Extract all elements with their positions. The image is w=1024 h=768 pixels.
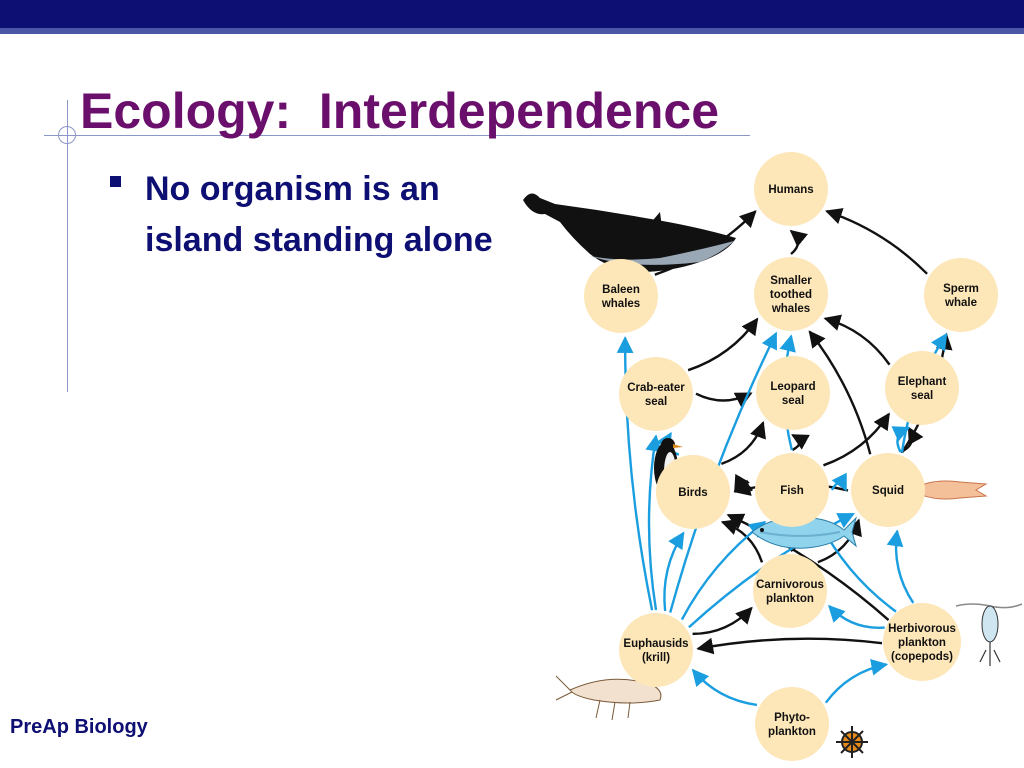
node-label-sperm-line2: whale xyxy=(944,297,977,309)
arrow-phyto-to-herbivorous xyxy=(824,659,889,704)
node-label-herbivorous-line3: (copepods) xyxy=(891,651,953,663)
node-sperm-whale: Sperm whale xyxy=(924,258,998,332)
node-leopard-seal: Leopard seal xyxy=(756,356,830,430)
arrow-fish-to-squid xyxy=(830,472,848,492)
node-label-phyto-line2: plankton xyxy=(768,726,816,738)
square-bullet-icon xyxy=(110,176,121,187)
arrow-fish-to-elephant xyxy=(823,412,890,467)
node-label-herbivorous-line2: plankton xyxy=(898,637,946,649)
arrow-carnivorous-to-squid xyxy=(817,518,862,564)
svg-text:Squid: Squid xyxy=(872,485,904,497)
node-label-baleen-line1: Baleen xyxy=(602,284,640,296)
copepod-illustration xyxy=(955,603,1023,666)
node-label-herbivorous-line1: Herbivorous xyxy=(888,623,956,635)
arrow-herbivorous-to-squid xyxy=(886,529,915,604)
svg-text:Humans: Humans xyxy=(768,184,813,196)
arrow-herbivorous-to-carnivorous xyxy=(828,604,885,629)
top-bar-stripe xyxy=(0,28,1024,34)
arrow-herbivorous-to-euphausids xyxy=(696,637,883,655)
arrow-euphausids-to-baleen xyxy=(616,336,654,611)
node-label-crab-line1: Crab-eater xyxy=(627,382,685,394)
node-carnivorous-plankton: Carnivorous plankton xyxy=(753,554,827,628)
svg-text:Birds: Birds xyxy=(678,487,707,499)
node-label-humans: Humans xyxy=(768,184,813,196)
node-crab-eater-seal: Crab-eater seal xyxy=(619,357,693,431)
node-euphausids-krill: Euphausids (krill) xyxy=(619,613,693,687)
arrow-smaller-to-humans xyxy=(789,229,809,255)
arrow-crab-to-smaller xyxy=(687,317,759,372)
node-fish: Fish xyxy=(755,453,829,527)
node-birds: Birds xyxy=(656,455,730,529)
decorative-horizontal-rule xyxy=(44,135,750,136)
arrow-euphausids-to-crab xyxy=(645,434,662,611)
svg-text:Phyto-plankton: Phyto-plankton xyxy=(768,712,816,738)
bullet-text: No organism is an island standing alone xyxy=(145,170,493,259)
slide-title: Ecology: Interdependence xyxy=(80,83,720,139)
bullet-item: No organism is an island standing alone xyxy=(110,164,525,266)
arrow-crab-to-leopard xyxy=(695,392,753,408)
arrow-euphausids-to-birds xyxy=(663,531,685,612)
node-label-birds: Birds xyxy=(678,487,707,499)
node-label-fish: Fish xyxy=(780,485,804,497)
node-label-elephant-line2: seal xyxy=(911,390,933,402)
node-label-phyto-line1: Phyto- xyxy=(774,712,810,724)
node-smaller-toothed-whales: Smaller toothed whales xyxy=(754,257,828,331)
decorative-vertical-rule xyxy=(67,100,68,392)
arrow-fish-to-leopard xyxy=(791,433,810,452)
node-label-smaller-line3: whales xyxy=(771,303,810,315)
krill-illustration xyxy=(555,675,662,721)
footer-course-name: PreAp Biology xyxy=(10,716,148,738)
node-elephant-seal: Elephant seal xyxy=(885,351,959,425)
node-label-euphausids-line1: Euphausids xyxy=(623,638,688,650)
svg-text:Euphausids(krill): Euphausids (krill) xyxy=(623,638,688,664)
arrow-fish-to-birds xyxy=(733,473,754,493)
svg-text:Fish: Fish xyxy=(780,485,804,497)
node-baleen-whales: Baleen whales xyxy=(584,259,658,333)
arrow-birds-to-leopard xyxy=(721,420,766,465)
node-label-euphausids-line2: (krill) xyxy=(642,652,670,664)
arrow-phyto-to-euphausids xyxy=(691,668,758,707)
arrow-elephant-to-smaller xyxy=(823,314,891,366)
node-label-squid: Squid xyxy=(872,485,904,497)
node-label-crab-line2: seal xyxy=(645,396,667,408)
baleen-whale-illustration xyxy=(523,193,736,272)
node-phytoplankton: Phyto-plankton xyxy=(755,687,829,761)
top-title-bar xyxy=(0,0,1024,28)
node-herbivorous-plankton: Herbivorous plankton (copepods) xyxy=(883,603,961,681)
node-label-baleen-line2: whales xyxy=(601,298,640,310)
node-squid: Squid xyxy=(851,453,925,527)
node-label-carnivorous-line1: Carnivorous xyxy=(756,579,824,591)
phytoplankton-illustration xyxy=(836,726,868,758)
node-label-smaller-line2: toothed xyxy=(770,289,812,301)
node-humans: Humans xyxy=(754,152,828,226)
arrow-euphausids-to-carnivorous xyxy=(692,606,753,636)
node-label-carnivorous-line2: plankton xyxy=(766,593,814,605)
node-label-leopard-line2: seal xyxy=(782,395,804,407)
node-label-smaller-line1: Smaller xyxy=(770,275,812,287)
arrow-sperm-to-humans xyxy=(825,208,928,275)
food-web-arrows xyxy=(616,208,953,707)
node-label-sperm-line1: Sperm xyxy=(943,283,979,295)
node-label-elephant-line1: Elephant xyxy=(898,376,947,388)
node-label-leopard-line1: Leopard xyxy=(770,381,815,393)
decorative-crosshair-circle xyxy=(58,126,76,144)
